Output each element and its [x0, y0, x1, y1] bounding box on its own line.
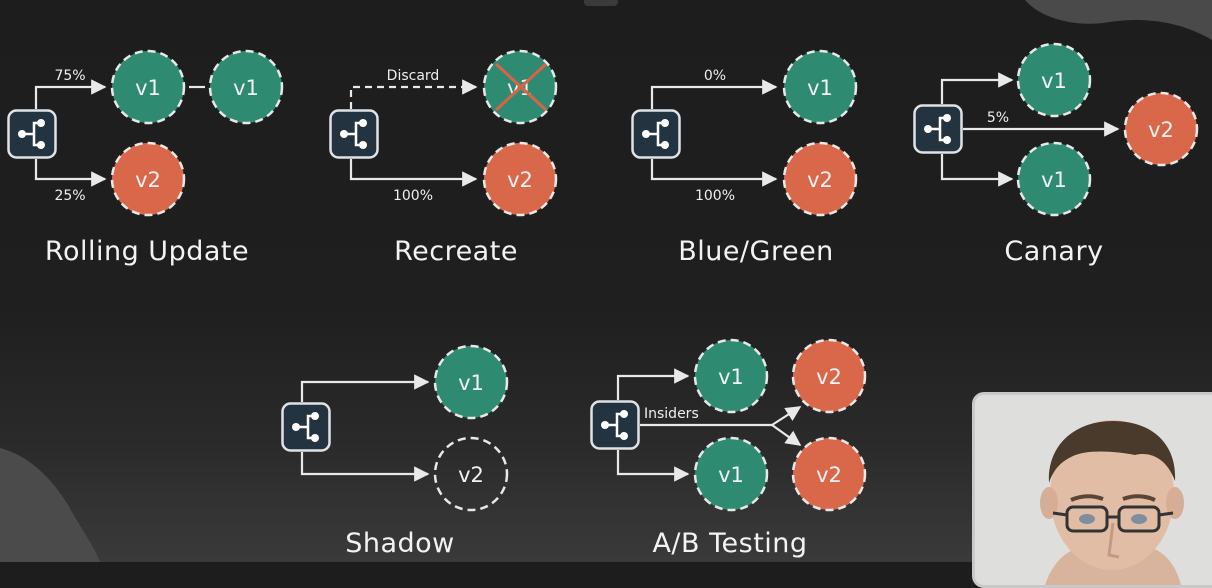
background-shapes [0, 0, 1212, 562]
removed-cross-icon [494, 62, 548, 112]
version-node-label: v1 [718, 463, 744, 487]
version-node-label: v2 [507, 168, 533, 192]
strategy-blue-green: 0% 100% v1 v2 Blue/Green [631, 49, 858, 267]
version-node-label: v2 [458, 463, 484, 487]
top-tab-notch [584, 0, 618, 6]
version-node-label: v1 [135, 76, 161, 100]
strategy-title: Recreate [394, 236, 518, 267]
insiders-branch-arrow [771, 424, 802, 446]
traffic-arrow [650, 159, 778, 187]
share-branch-icon [281, 402, 331, 452]
traffic-arrow [650, 79, 778, 109]
version-node-v1 [208, 49, 284, 125]
version-node-v2 [791, 436, 867, 512]
strategy-canary: 5% v1 v1 v2 Canary [913, 42, 1199, 267]
version-node-v1 [433, 344, 509, 420]
traffic-percent-label: 0% [704, 68, 726, 84]
traffic-arrow [34, 159, 107, 187]
strategy-title: A/B Testing [652, 528, 807, 559]
version-node-label: v2 [807, 168, 833, 192]
version-node-label: v1 [233, 76, 259, 100]
version-node-v1 [1016, 141, 1092, 217]
version-node-v1 [110, 49, 186, 125]
version-node-label: v2 [1148, 118, 1174, 142]
version-node-v2 [1123, 91, 1199, 167]
version-node-label: v1 [718, 365, 744, 389]
traffic-arrow [616, 368, 690, 400]
insiders-label: Insiders [644, 406, 699, 422]
traffic-arrow [349, 159, 478, 187]
version-node-label: v2 [816, 365, 842, 389]
traffic-percent-label: 25% [54, 188, 85, 204]
version-node-v2 [482, 141, 558, 217]
version-node-label: v1 [1041, 168, 1067, 192]
share-branch-icon [329, 109, 379, 159]
version-node-v2 [110, 141, 186, 217]
traffic-arrow [616, 450, 690, 482]
version-node-label: v2 [135, 168, 161, 192]
deployment-strategies-diagram: 75% 25% v1 v1 v2 Rolling Update Discard … [7, 42, 1199, 559]
version-node-label: v1 [458, 371, 484, 395]
traffic-percent-label: 75% [54, 68, 85, 84]
strategy-title: Blue/Green [678, 236, 834, 267]
version-node-label: v1 [807, 76, 833, 100]
traffic-arrow [940, 72, 1014, 104]
presenter-webcam-overlay [972, 392, 1212, 588]
version-node-label: v2 [816, 463, 842, 487]
traffic-arrow [34, 79, 107, 109]
strategy-rolling-update: 75% 25% v1 v1 v2 Rolling Update [7, 49, 284, 267]
share-branch-icon [7, 109, 57, 159]
background-blob-bottom-left [0, 448, 100, 562]
shadow-node-v2 [433, 436, 509, 512]
version-node-v1 [1016, 42, 1092, 118]
strategy-recreate: Discard 100% v1 v2 Recreate [329, 49, 558, 267]
strategy-title: Rolling Update [45, 236, 249, 267]
share-branch-icon [590, 400, 640, 450]
presenter-portrait-icon [975, 395, 1212, 585]
discard-label: Discard [387, 68, 440, 84]
traffic-percent-label: 5% [987, 110, 1009, 126]
traffic-arrow [300, 374, 430, 402]
discard-arrow [349, 79, 478, 109]
version-node-v2 [782, 141, 858, 217]
strategy-shadow: v1 v2 Shadow [281, 344, 509, 559]
insiders-branch-arrow [771, 406, 802, 426]
mirrored-traffic-arrow [300, 452, 430, 482]
version-node-v2 [791, 338, 867, 414]
version-node-v1 [782, 49, 858, 125]
strategy-title: Shadow [345, 528, 455, 559]
version-node-v1 [693, 436, 769, 512]
traffic-percent-label: 100% [393, 188, 433, 204]
share-branch-icon [631, 109, 681, 159]
background-blob-top-right [1025, 0, 1212, 40]
traffic-percent-label: 100% [695, 188, 735, 204]
version-node-label: v1 [1041, 69, 1067, 93]
strategy-title: Canary [1004, 236, 1103, 267]
version-node-v1 [693, 338, 769, 414]
share-branch-icon [913, 104, 963, 154]
strategy-ab-testing: Insiders v1 v1 v2 v2 A/B Testing [590, 338, 867, 559]
traffic-arrow [940, 154, 1014, 187]
